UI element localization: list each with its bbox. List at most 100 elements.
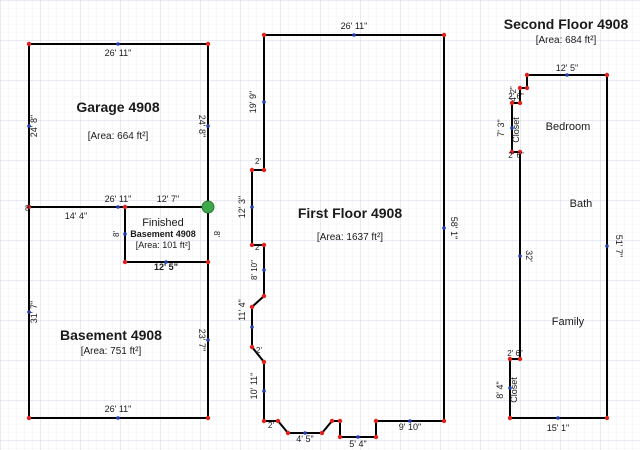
midpoint[interactable] xyxy=(352,33,356,37)
vertex[interactable] xyxy=(205,415,211,421)
selected-vertex-handle[interactable] xyxy=(201,200,215,214)
vertex[interactable] xyxy=(441,32,447,38)
garage-title: Garage 4908 xyxy=(76,99,159,115)
vertex[interactable] xyxy=(249,167,255,173)
midpoint-markers xyxy=(27,33,609,439)
midpoint[interactable] xyxy=(262,268,266,272)
midpoint[interactable] xyxy=(164,260,168,264)
finished-title-line1: Finished xyxy=(142,217,184,229)
basement-left-dim: 31' 7" xyxy=(29,301,39,323)
vertex[interactable] xyxy=(517,100,523,106)
bedroom-label: Bedroom xyxy=(546,121,591,133)
vertex[interactable] xyxy=(507,415,513,421)
vertex[interactable] xyxy=(122,204,128,210)
vertex[interactable] xyxy=(524,85,530,91)
closet-bottom-dim: 8' 4" xyxy=(495,381,505,398)
first-floor-bottom-dim-1: 4' 5" xyxy=(296,434,313,444)
vertex[interactable] xyxy=(26,41,32,47)
closet-top-label: Closet xyxy=(511,117,521,143)
vertex[interactable] xyxy=(122,259,128,265)
midpoint[interactable] xyxy=(510,126,514,130)
midpoint[interactable] xyxy=(408,419,412,423)
basement-small-dim: 8' xyxy=(25,204,31,213)
midpoint[interactable] xyxy=(508,386,512,390)
midpoint[interactable] xyxy=(123,232,127,236)
midpoint[interactable] xyxy=(206,338,210,342)
midpoint[interactable] xyxy=(206,124,210,128)
midpoint[interactable] xyxy=(262,389,266,393)
vertex[interactable] xyxy=(205,41,211,47)
vertex[interactable] xyxy=(261,293,267,299)
midpoint[interactable] xyxy=(262,100,266,104)
finished-left-dim: 8' xyxy=(112,231,121,237)
midpoint[interactable] xyxy=(27,124,31,128)
vertex[interactable] xyxy=(604,415,610,421)
vertex[interactable] xyxy=(249,344,255,350)
vertex[interactable] xyxy=(604,72,610,78)
vertex[interactable] xyxy=(261,418,267,424)
first-floor-left-dim-1: 19' 9" xyxy=(248,91,258,113)
vertex[interactable] xyxy=(373,434,379,440)
second-floor-small-dim-4: 2' 6" xyxy=(507,349,523,358)
first-floor-small-dim-3: 2' xyxy=(256,346,262,355)
vertex[interactable] xyxy=(329,418,335,424)
midpoint[interactable] xyxy=(303,431,307,435)
basement-top-dim: 14' 4" xyxy=(65,211,87,221)
first-floor-area: [Area: 1637 ft²] xyxy=(317,232,383,243)
vertex[interactable] xyxy=(26,415,32,421)
first-floor-small-dim-4: 2' xyxy=(268,421,274,430)
garage-top-dim: 26' 11" xyxy=(105,48,132,58)
first-floor-left-dim-4: 11' 4" xyxy=(237,299,247,321)
midpoint[interactable] xyxy=(556,416,560,420)
second-floor-area: [Area: 684 ft²] xyxy=(536,35,597,46)
vertex[interactable] xyxy=(261,167,267,173)
first-floor-left-dim-5: 10' 11" xyxy=(249,373,259,400)
vertex[interactable] xyxy=(509,149,515,155)
vertex[interactable] xyxy=(319,430,325,436)
second-floor-right-dim: 51' 7" xyxy=(614,235,624,257)
midpoint[interactable] xyxy=(250,325,254,329)
midpoint[interactable] xyxy=(250,205,254,209)
finished-top-dim: 12' 7" xyxy=(157,194,179,204)
vertex[interactable] xyxy=(524,72,530,78)
vertex[interactable] xyxy=(26,204,32,210)
second-floor-small-dim-2: 2' 6" xyxy=(508,92,524,101)
vertex[interactable] xyxy=(261,32,267,38)
vertex[interactable] xyxy=(517,356,523,362)
vertex[interactable] xyxy=(337,434,343,440)
vertex[interactable] xyxy=(373,418,379,424)
vertex[interactable] xyxy=(275,418,281,424)
garage-right-dim: 24' 8" xyxy=(197,115,207,137)
midpoint[interactable] xyxy=(356,435,360,439)
garage-bottom-dim: 26' 11" xyxy=(105,194,132,204)
midpoint[interactable] xyxy=(116,42,120,46)
vertex[interactable] xyxy=(205,259,211,265)
midpoint[interactable] xyxy=(565,73,569,77)
vertex[interactable] xyxy=(441,418,447,424)
basement-area: [Area: 751 ft²] xyxy=(81,346,142,357)
finished-title-line2: Basement 4908 xyxy=(130,229,196,239)
basement-right-dim: 23' 7" xyxy=(197,329,207,351)
vertex[interactable] xyxy=(261,242,267,248)
vertex[interactable] xyxy=(517,85,523,91)
bath-label: Bath xyxy=(570,198,593,210)
midpoint[interactable] xyxy=(27,310,31,314)
vertex[interactable] xyxy=(249,304,255,310)
second-floor-title: Second Floor 4908 xyxy=(504,16,629,32)
vertex[interactable] xyxy=(249,242,255,248)
vertex[interactable] xyxy=(337,418,343,424)
vertex[interactable] xyxy=(509,100,515,106)
midpoint[interactable] xyxy=(116,416,120,420)
vertex[interactable] xyxy=(261,359,267,365)
vertex[interactable] xyxy=(517,149,523,155)
garage-left-dim: 24' 8" xyxy=(29,115,39,137)
midpoint[interactable] xyxy=(442,226,446,230)
midpoint[interactable] xyxy=(605,244,609,248)
vertex[interactable] xyxy=(285,430,291,436)
midpoint[interactable] xyxy=(116,205,120,209)
vertex[interactable] xyxy=(507,356,513,362)
midpoint[interactable] xyxy=(518,254,522,258)
